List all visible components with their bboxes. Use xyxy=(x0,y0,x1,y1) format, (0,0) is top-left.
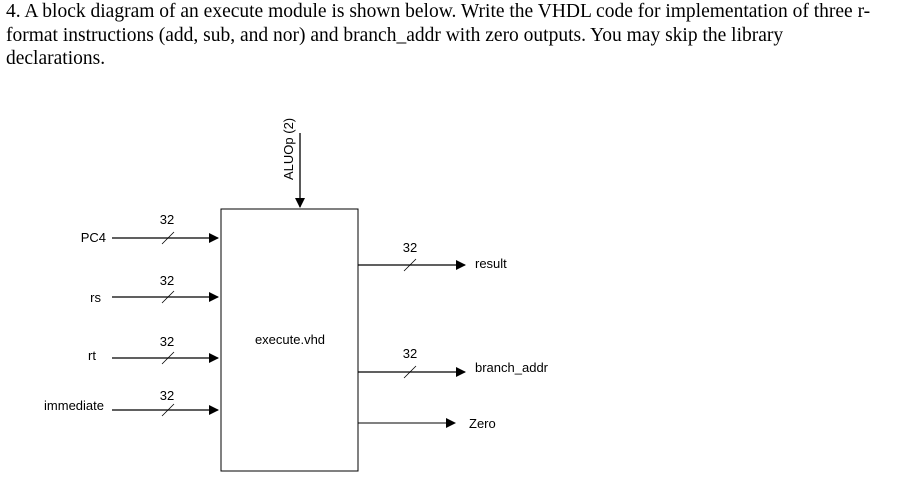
bus-slash-immediate xyxy=(161,403,175,417)
bus-width-branch-addr: 32 xyxy=(403,346,417,361)
bus-width-result: 32 xyxy=(403,240,417,255)
input-label-rs: rs xyxy=(90,290,101,305)
execute-block-label: execute.vhd xyxy=(255,332,325,347)
bus-slash-pc4 xyxy=(161,231,175,245)
bus-width-rs: 32 xyxy=(160,273,174,288)
bus-slash-rs xyxy=(161,290,175,304)
output-label-branch-addr: branch_addr xyxy=(475,360,549,375)
input-label-pc4: PC4 xyxy=(81,230,106,245)
bus-width-pc4: 32 xyxy=(160,212,174,227)
input-label-rt: rt xyxy=(88,348,96,363)
aluop-label: ALUOp (2) xyxy=(281,118,296,180)
input-label-immediate: immediate xyxy=(44,398,104,413)
execute-block xyxy=(220,208,359,472)
bus-width-immediate: 32 xyxy=(160,388,174,403)
output-label-result: result xyxy=(475,256,507,271)
bus-width-rt: 32 xyxy=(160,334,174,349)
question-text: 4. A block diagram of an execute module … xyxy=(6,1,871,69)
bus-slash-result xyxy=(403,258,417,272)
bus-slash-rt xyxy=(161,351,175,365)
bus-slash-branch-addr xyxy=(403,365,417,379)
output-label-zero: Zero xyxy=(469,416,496,431)
